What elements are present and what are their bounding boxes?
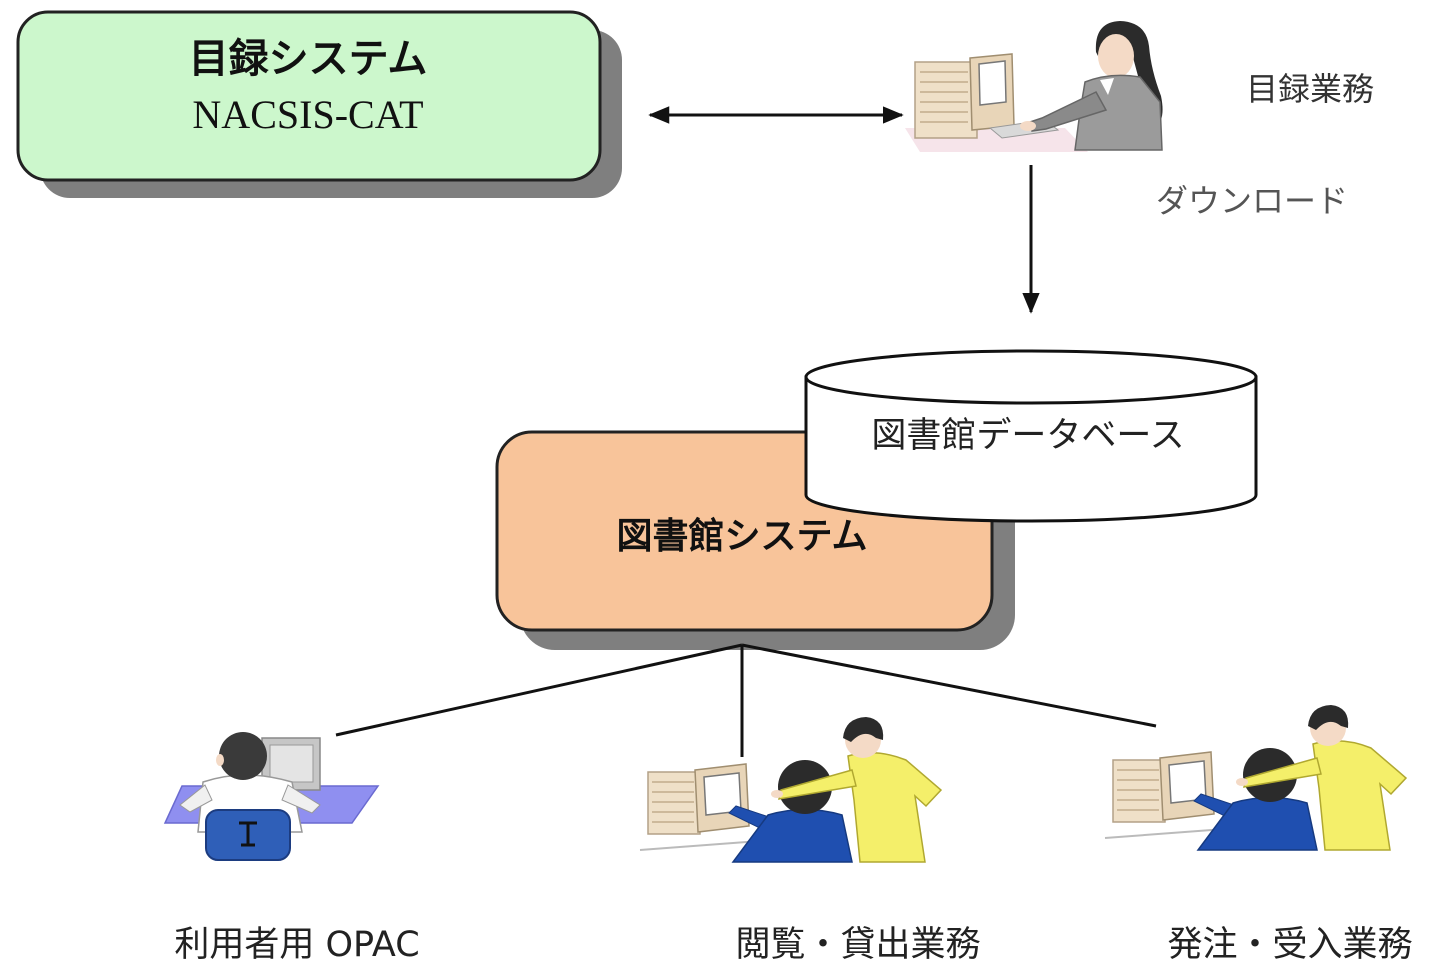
acquisition-standing-hair [1308, 705, 1349, 730]
computer-tower [914, 61, 978, 139]
cataloger-arm [1029, 91, 1108, 132]
connector-opac [335, 643, 743, 737]
circulation-tower-grille [652, 781, 694, 823]
library-database-node: 図書館データベース [804, 349, 1258, 523]
monitor-screen [978, 60, 1007, 106]
circulation-standing-body [847, 752, 943, 863]
database-cylinder-body [804, 375, 1258, 523]
tower-grille [920, 71, 968, 123]
acquisition-staff-figure [1104, 705, 1408, 851]
acquisition-tower-grille [1117, 769, 1159, 811]
catalog-system-subtitle: NACSIS-CAT [192, 92, 423, 137]
acquisition-work-label: 発注・受入業務 [1167, 925, 1412, 965]
acquisition-standing-hand [1236, 778, 1248, 786]
circulation-standing-hand [771, 790, 783, 798]
opac-user-ear [216, 754, 224, 766]
connector-acquisition [741, 643, 1157, 728]
catalog-system-node: 目録システム NACSIS-CAT [16, 10, 622, 198]
database-cylinder-top [804, 349, 1258, 405]
opac-user-head [219, 732, 267, 780]
catalog-system-box [16, 10, 602, 182]
circulation-standing-hair [843, 717, 884, 742]
circulation-work-label: 閲覧・貸出業務 [735, 925, 980, 965]
acquisition-standing-arm [1243, 757, 1322, 788]
opac-chair-emblem-icon [239, 821, 257, 847]
user-opac-label: 利用者用 OPAC [174, 925, 419, 965]
opac-user-sleeve-right [281, 784, 321, 814]
cataloger-hand [1020, 121, 1036, 131]
circulation-standing-arm [778, 769, 857, 800]
acquisition-standing-body [1312, 740, 1408, 851]
cataloger-face [1098, 34, 1134, 78]
download-label: ダウンロード [1156, 182, 1348, 220]
opac-user-sleeve-left [179, 784, 213, 813]
cataloger-collar [1100, 78, 1114, 95]
circulation-staff-figure [639, 717, 943, 863]
cataloger-figure [905, 21, 1163, 152]
cataloging-work-label: 目録業務 [1246, 70, 1374, 108]
opac-monitor-screen [269, 744, 314, 783]
library-system-label: 図書館システム [617, 515, 868, 557]
library-database-label: 図書館データベース [871, 416, 1184, 456]
library-system-connectors [335, 643, 1157, 757]
catalog-system-title: 目録システム [189, 36, 428, 82]
opac-user-figure [163, 732, 380, 861]
